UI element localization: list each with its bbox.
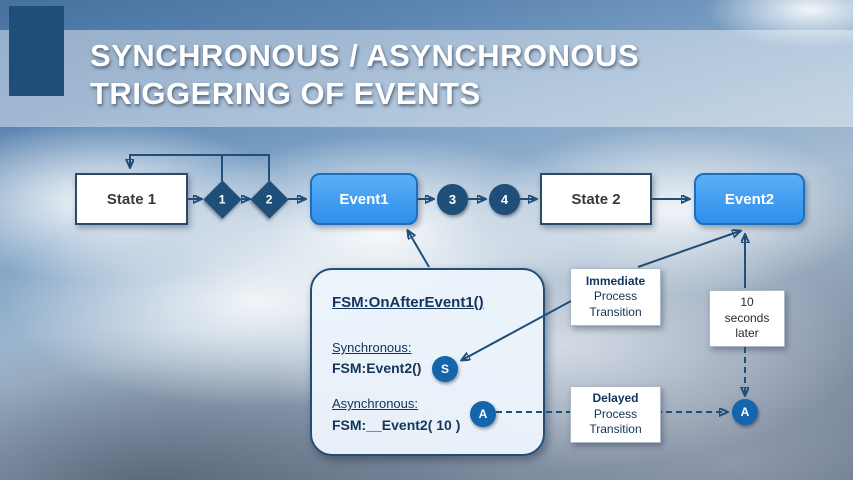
fsm-title: FSM:OnAfterEvent1() bbox=[332, 294, 484, 311]
slide-title: SYNCHRONOUS / ASYNCHRONOUS TRIGGERING OF… bbox=[90, 37, 639, 113]
sync-badge-label: S bbox=[440, 362, 449, 376]
step4-circle: 4 bbox=[489, 184, 520, 215]
fsm-sync-code: FSM:Event2() bbox=[332, 360, 422, 376]
async-badge-label: A bbox=[478, 407, 488, 421]
event2-box: Event2 bbox=[694, 173, 805, 225]
fsm-async-code: FSM:__Event2( 10 ) bbox=[332, 417, 461, 433]
step4-label: 4 bbox=[500, 192, 509, 207]
state2-label: State 2 bbox=[571, 190, 621, 208]
delayed-target-badge: A bbox=[732, 399, 758, 425]
async-badge: A bbox=[470, 401, 496, 427]
slide-title-line2: TRIGGERING OF EVENTS bbox=[90, 76, 481, 111]
ten-seconds-callout: 10 seconds later bbox=[709, 290, 785, 347]
delayed-line3: Transition bbox=[589, 422, 642, 437]
step3-circle: 3 bbox=[437, 184, 468, 215]
title-accent-bar bbox=[9, 6, 64, 96]
state1-label: State 1 bbox=[106, 190, 157, 208]
immediate-line3: Transition bbox=[589, 304, 642, 319]
delayed-line1: Delayed bbox=[592, 391, 639, 406]
title-band bbox=[0, 30, 853, 127]
immediate-transition-callout: Immediate Process Transition bbox=[570, 268, 661, 326]
event1-box: Event1 bbox=[310, 173, 418, 225]
delayed-transition-callout: Delayed Process Transition bbox=[570, 386, 661, 443]
sync-badge: S bbox=[432, 356, 458, 382]
delayed-target-badge-label: A bbox=[740, 405, 750, 419]
state2-box: State 2 bbox=[540, 173, 652, 225]
event1-label: Event1 bbox=[339, 190, 389, 208]
fsm-sync-label: Synchronous: bbox=[332, 340, 412, 355]
state1-box: State 1 bbox=[75, 173, 188, 225]
step2-label: 2 bbox=[266, 192, 273, 207]
delay-line1: 10 bbox=[740, 295, 754, 310]
event2-label: Event2 bbox=[724, 190, 775, 208]
step3-label: 3 bbox=[448, 192, 457, 207]
immediate-line1: Immediate bbox=[585, 273, 646, 288]
immediate-line2: Process bbox=[593, 289, 638, 304]
delay-line3: later bbox=[735, 326, 759, 341]
delayed-line2: Process bbox=[593, 406, 638, 421]
slide-title-line1: SYNCHRONOUS / ASYNCHRONOUS bbox=[90, 38, 640, 73]
delay-line2: seconds bbox=[724, 310, 770, 325]
fsm-async-label: Asynchronous: bbox=[332, 396, 418, 411]
step1-label: 1 bbox=[219, 192, 226, 207]
fsm-code-box: FSM:OnAfterEvent1() Synchronous: FSM:Eve… bbox=[310, 268, 545, 456]
